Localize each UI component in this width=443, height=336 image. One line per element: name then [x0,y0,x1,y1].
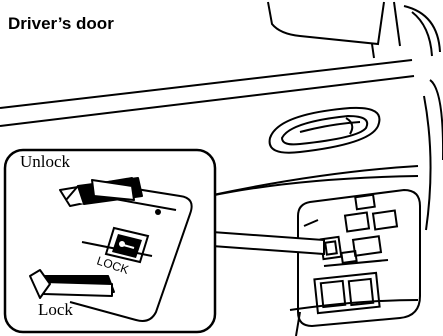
page-title: Driver’s door [8,14,114,34]
lock-label: Lock [38,300,73,320]
unlock-label: Unlock [20,152,70,172]
callout-pointer [212,232,324,254]
switch-console [298,190,420,326]
door-handle [270,108,380,153]
side-mirror [268,2,440,58]
